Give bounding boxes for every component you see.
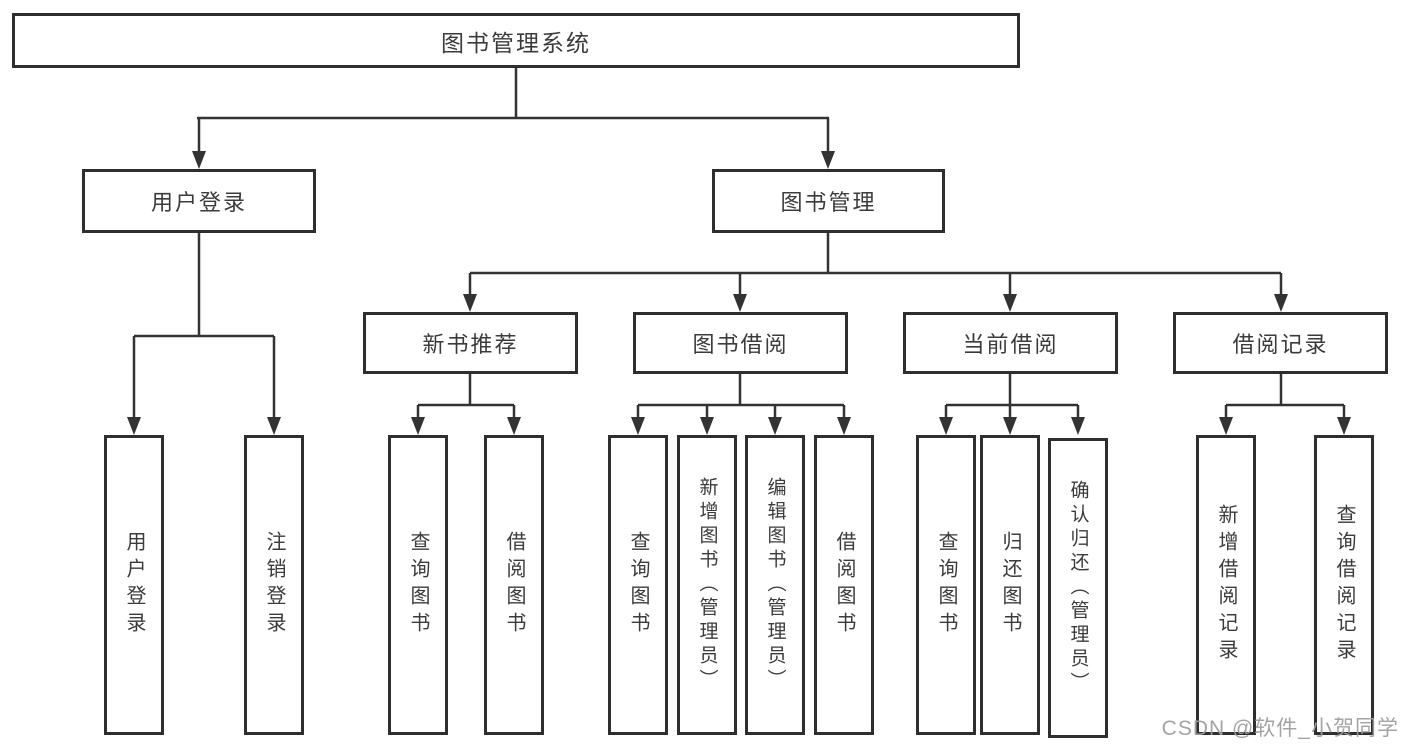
csdn-watermark: CSDN @软件_小贺同学 (1161, 717, 1399, 740)
leaf-query-books-current: 查询图书 (916, 435, 976, 735)
leaf-borrow-books-recommend: 借阅图书 (484, 435, 544, 735)
leaf-user-login: 用户登录 (104, 435, 164, 735)
node-borrow-records: 借阅记录 (1173, 312, 1388, 374)
leaf-query-borrow-record: 查询借阅记录 (1314, 435, 1374, 735)
node-current-borrow: 当前借阅 (903, 312, 1118, 374)
leaf-confirm-return-admin: 确认归还（管理员） (1048, 438, 1108, 738)
node-new-book-recommend: 新书推荐 (363, 312, 578, 374)
leaf-query-books-borrow: 查询图书 (608, 435, 668, 735)
leaf-return-book: 归还图书 (980, 435, 1040, 735)
node-user-login: 用户登录 (82, 169, 316, 233)
node-library-management-system: 图书管理系统 (12, 13, 1020, 68)
leaf-edit-book-admin: 编辑图书（管理员） (745, 435, 805, 735)
arrowheads (127, 151, 1351, 435)
leaf-logout: 注销登录 (244, 435, 304, 735)
node-book-borrow: 图书借阅 (633, 312, 848, 374)
leaf-query-books-recommend: 查询图书 (388, 435, 448, 735)
leaf-add-book-admin: 新增图书（管理员） (677, 435, 737, 735)
node-book-management: 图书管理 (712, 169, 945, 233)
leaf-borrow-books: 借阅图书 (814, 435, 874, 735)
leaf-add-borrow-record: 新增借阅记录 (1196, 435, 1256, 735)
